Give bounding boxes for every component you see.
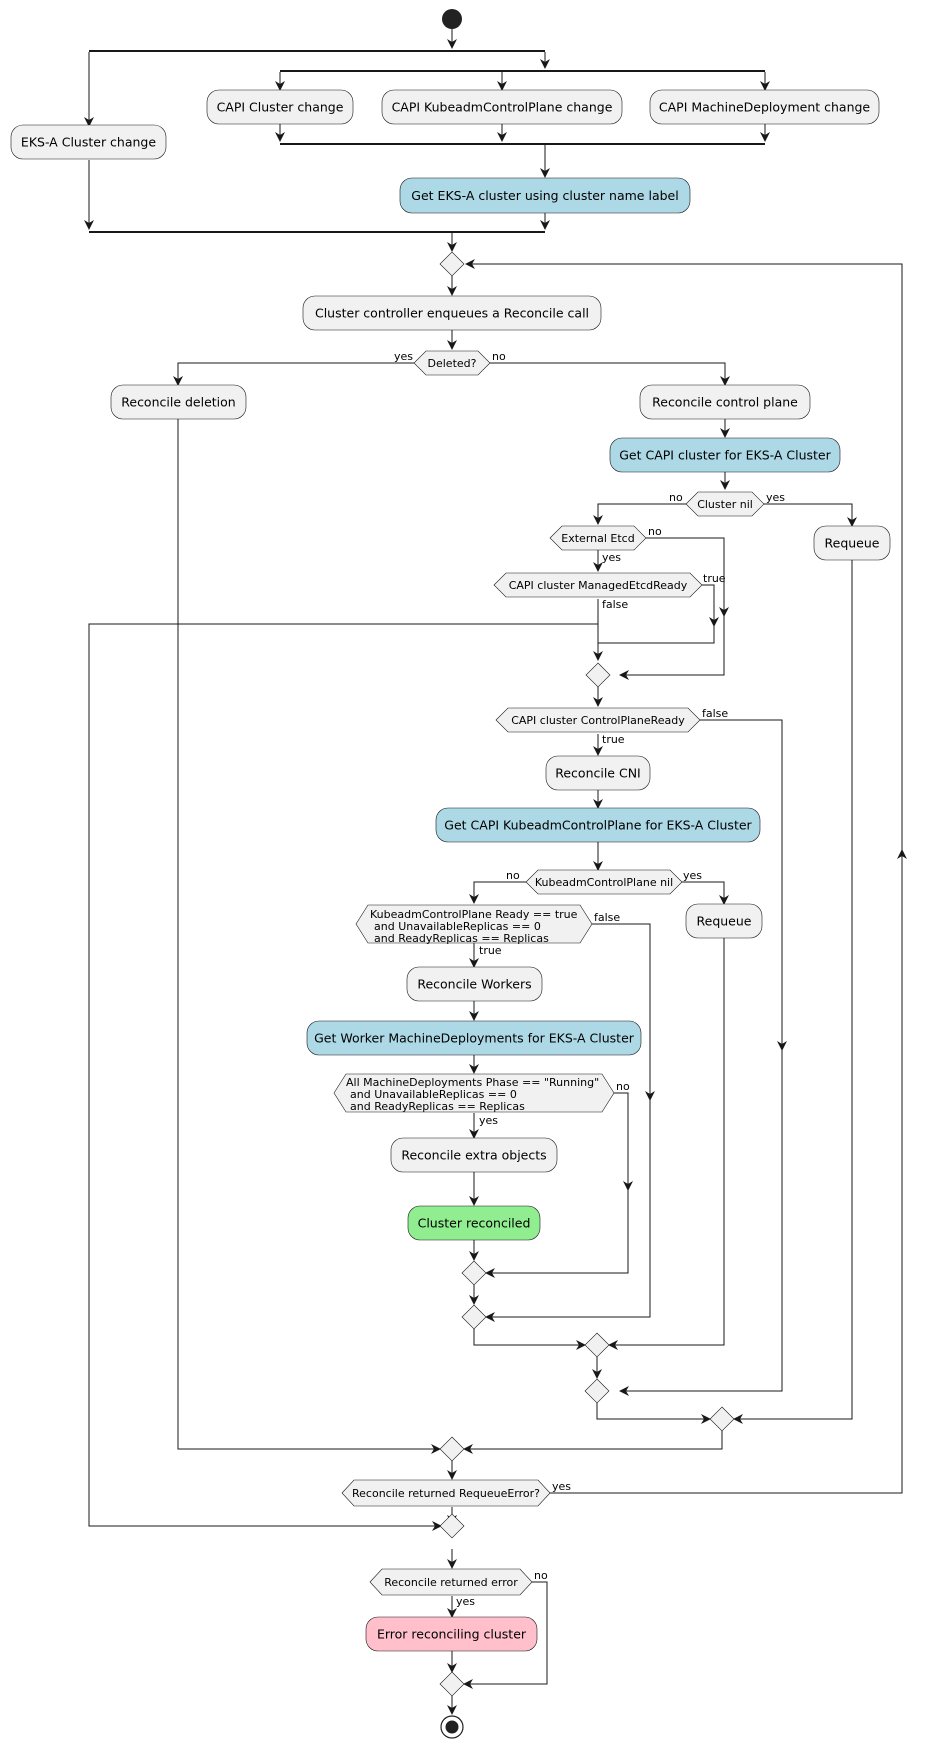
activity-enqueue-reconcile: Cluster controller enqueues a Reconcile …: [302, 295, 602, 331]
decision-label-line-3: and ReadyReplicas == Replicas: [374, 932, 549, 945]
decision-label: Deleted?: [428, 357, 477, 370]
activity-label: Reconcile extra objects: [401, 1148, 546, 1163]
activity-label: EKS-A Cluster change: [21, 135, 156, 150]
edge-label-no: no: [534, 1569, 548, 1582]
decision-label-line-1: KubeadmControlPlane Ready == true: [370, 908, 578, 921]
decision-label-line-2: and UnavailableReplicas == 0: [350, 1088, 517, 1101]
merge-etcd-false: [439, 1513, 465, 1539]
activity-label: CAPI Cluster change: [217, 100, 344, 115]
activity-reconcile-control-plane: Reconcile control plane: [639, 384, 811, 420]
decision-deleted: Deleted?: [413, 350, 491, 376]
decision-managed-etcd-ready: CAPI cluster ManagedEtcdReady: [493, 572, 703, 598]
activity-label: Requeue: [825, 536, 880, 551]
decision-label: KubeadmControlPlane nil: [535, 876, 673, 889]
decision-label-line-2: and UnavailableReplicas == 0: [374, 920, 541, 933]
activity-label: Reconcile CNI: [555, 766, 641, 781]
end-node: [440, 1715, 464, 1739]
merge-deleted: [439, 1436, 465, 1462]
decision-label-line-1: All MachineDeployments Phase == "Running…: [346, 1076, 599, 1089]
activity-reconcile-deletion: Reconcile deletion: [110, 384, 247, 420]
edge-label-false: false: [594, 911, 620, 924]
merge-etcd: [585, 662, 611, 688]
edge-label-no: no: [648, 525, 662, 538]
decision-label-line-3: and ReadyReplicas == Replicas: [350, 1100, 525, 1113]
activity-label: Cluster reconciled: [418, 1216, 531, 1231]
decision-cluster-nil: Cluster nil: [685, 491, 765, 517]
activity-capi-kcp-change: CAPI KubeadmControlPlane change: [381, 89, 623, 125]
start-node: [442, 9, 462, 29]
activity-get-eksa-by-label: Get EKS-A cluster using cluster name lab…: [399, 177, 691, 214]
merge-kcp: [461, 1304, 487, 1330]
connectors: [84, 29, 907, 1715]
activity-label: Get CAPI cluster for EKS-A Cluster: [619, 448, 831, 463]
edge-label-no: no: [506, 869, 520, 882]
edge-label-true: true: [703, 572, 726, 585]
activity-label: Get CAPI KubeadmControlPlane for EKS-A C…: [444, 818, 752, 833]
activity-requeue-kcp: Requeue: [685, 903, 763, 939]
edge-label-no: no: [616, 1080, 630, 1093]
merge-diamonds: [439, 251, 735, 1697]
edge-label-yes: yes: [479, 1114, 498, 1127]
edge-label-yes: yes: [456, 1595, 475, 1608]
edge-label-yes: yes: [683, 869, 702, 882]
edge-label-yes: yes: [394, 350, 413, 363]
decision-label: Cluster nil: [697, 498, 753, 511]
decision-md-ready: All MachineDeployments Phase == "Running…: [333, 1073, 615, 1113]
activity-reconcile-workers: Reconcile Workers: [406, 966, 543, 1002]
decision-label: Reconcile returned RequeueError?: [352, 1487, 540, 1500]
activity-cluster-reconciled: Cluster reconciled: [407, 1205, 541, 1241]
edge-label-false: false: [602, 598, 628, 611]
decision-external-etcd: External Etcd: [549, 525, 647, 551]
activity-error-reconciling: Error reconciling cluster: [365, 1616, 538, 1652]
decision-label: External Etcd: [561, 532, 634, 545]
activity-label: Reconcile deletion: [121, 395, 235, 410]
activity-label: Cluster controller enqueues a Reconcile …: [315, 306, 589, 321]
activity-get-kcp: Get CAPI KubeadmControlPlane for EKS-A C…: [435, 807, 761, 843]
activity-label: CAPI MachineDeployment change: [659, 100, 871, 115]
edge-label-yes: yes: [602, 551, 621, 564]
decision-requeue-error: Reconcile returned RequeueError?: [341, 1479, 551, 1507]
activity-label: Get EKS-A cluster using cluster name lab…: [411, 188, 678, 203]
merge-cp-ready: [584, 1378, 610, 1404]
edge-label-true: true: [479, 944, 502, 957]
edge-label-yes: yes: [552, 1480, 571, 1493]
decision-returned-error: Reconcile returned error: [369, 1568, 533, 1596]
merge-kcp-nil: [584, 1332, 610, 1358]
merge-error: [439, 1671, 465, 1697]
activity-get-capi-cluster: Get CAPI cluster for EKS-A Cluster: [609, 437, 841, 473]
activity-label: Get Worker MachineDeployments for EKS-A …: [314, 1031, 635, 1046]
edge-label-true: true: [602, 733, 625, 746]
activity-label: Reconcile Workers: [417, 977, 531, 992]
edge-labels: yes no no yes no yes true false false tr…: [394, 350, 785, 1608]
merge-md: [461, 1260, 487, 1286]
activity-capi-cluster-change: CAPI Cluster change: [206, 89, 354, 125]
activity-reconcile-extra-objects: Reconcile extra objects: [390, 1137, 558, 1173]
edge-label-false: false: [702, 707, 728, 720]
activity-requeue-cluster: Requeue: [813, 525, 891, 561]
activity-reconcile-cni: Reconcile CNI: [545, 755, 651, 791]
activity-label: Error reconciling cluster: [377, 1627, 527, 1642]
activity-label: CAPI KubeadmControlPlane change: [392, 100, 613, 115]
merge-loop: [439, 251, 465, 277]
decision-cp-ready: CAPI cluster ControlPlaneReady: [495, 707, 701, 733]
decision-kcp-ready: KubeadmControlPlane Ready == true and Un…: [355, 904, 593, 945]
decision-label: Reconcile returned error: [384, 1576, 518, 1589]
activity-eksa-cluster-change: EKS-A Cluster change: [10, 124, 167, 160]
edge-label-yes: yes: [766, 491, 785, 504]
decision-kcp-nil: KubeadmControlPlane nil: [525, 869, 683, 895]
merge-cluster-nil: [709, 1406, 735, 1432]
activity-label: Reconcile control plane: [652, 395, 798, 410]
decision-label: CAPI cluster ManagedEtcdReady: [509, 579, 688, 592]
activity-capi-md-change: CAPI MachineDeployment change: [649, 89, 880, 125]
edge-label-no: no: [492, 350, 506, 363]
activity-get-machine-deployments: Get Worker MachineDeployments for EKS-A …: [306, 1020, 642, 1056]
activity-label: Requeue: [697, 914, 752, 929]
decision-label: CAPI cluster ControlPlaneReady: [511, 714, 685, 727]
edge-label-no: no: [669, 491, 683, 504]
